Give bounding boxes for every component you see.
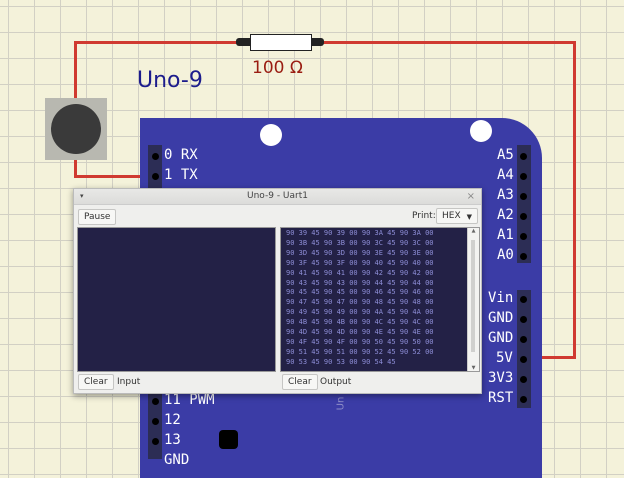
chevron-down-icon: ▼ [466,213,472,221]
pin[interactable] [520,233,527,240]
board-silk: Un [335,396,347,411]
pin[interactable] [152,418,159,425]
output-line: 90 45 45 90 45 00 90 46 45 90 46 00 [286,288,434,297]
pin-gnd-left: GND [164,452,190,468]
pin-a4: A4 [497,167,514,183]
pin[interactable] [152,438,159,445]
mount-hole [260,124,282,146]
pin-1-tx: 1 TX [164,167,198,183]
pin-rst: RST [488,390,514,406]
pin[interactable] [520,253,527,260]
output-line: 90 49 45 90 49 00 90 4A 45 90 4A 00 [286,308,434,317]
wire-5v [524,356,576,359]
pin[interactable] [152,173,159,180]
output-line: 90 3F 45 90 3F 00 90 40 45 90 40 00 [286,258,434,267]
output-line: 90 39 45 90 39 00 90 3A 45 90 3A 00 [286,229,434,237]
output-label: Output [320,377,352,387]
wire-right [573,41,576,359]
wire-tx-h [74,175,158,178]
input-label: Input [117,377,141,387]
pin[interactable] [520,356,527,363]
output-line: 90 3B 45 90 3B 00 90 3C 45 90 3C 00 [286,238,434,247]
pin[interactable] [152,398,159,405]
uart-window: ▾ Uno-9 - Uart1 × Pause Print: HEX▼ 90 3… [73,188,482,394]
output-line: 90 41 45 90 41 00 90 42 45 90 42 00 [286,268,434,277]
output-line: 90 51 45 90 51 00 90 52 45 90 52 00 [286,347,434,356]
pin[interactable] [520,296,527,303]
output-line: 90 53 45 90 53 00 90 54 45 [286,357,396,366]
pin[interactable] [520,316,527,323]
pin-gnd2: GND [488,330,514,346]
output-line: 90 43 45 90 43 00 90 44 45 90 44 00 [286,278,434,287]
resistor[interactable] [236,34,324,51]
output-line: 90 47 45 90 47 00 90 48 45 90 48 00 [286,298,434,307]
buzzer[interactable] [45,98,107,160]
pin-12: 12 [164,412,181,428]
resistor-label: 100 Ω [252,58,303,78]
pin[interactable] [520,213,527,220]
close-icon[interactable]: × [466,191,475,202]
output-line: 90 4B 45 90 4B 00 90 4C 45 90 4C 00 [286,318,434,327]
output-line: 90 3D 45 90 3D 00 90 3E 45 90 3E 00 [286,248,434,257]
print-label: Print: [412,211,436,221]
pin-0-rx: 0 RX [164,147,198,163]
pin-a2: A2 [497,207,514,223]
window-title: Uno-9 - Uart1 [247,191,308,201]
wire-tx [74,150,77,178]
power-header [517,290,531,408]
pin-a3: A3 [497,187,514,203]
pin[interactable] [152,153,159,160]
output-clear-button[interactable]: Clear [282,374,318,390]
pin-a0: A0 [497,247,514,263]
pin-3v3: 3V3 [488,370,514,386]
output-line: 90 4F 45 90 4F 00 90 50 45 90 50 00 [286,337,434,346]
pin-a5: A5 [497,147,514,163]
input-panel[interactable] [77,227,276,372]
pin-13: 13 [164,432,181,448]
pin[interactable] [520,173,527,180]
pin[interactable] [520,193,527,200]
wire-top [74,41,576,44]
wire-left [74,41,77,101]
board-name-label: Uno-9 [137,68,203,93]
pin-vin: Vin [488,290,514,306]
pin-11: 11 PWM [164,392,215,408]
pin-5v: 5V [496,350,513,366]
menu-arrow-icon[interactable]: ▾ [80,192,84,200]
analog-header [517,145,531,263]
pin[interactable] [520,153,527,160]
pin[interactable] [520,336,527,343]
scrollbar[interactable]: ▲ ▼ [467,228,479,371]
pin-gnd1: GND [488,310,514,326]
led-13 [219,430,238,449]
input-clear-button[interactable]: Clear [78,374,114,390]
pin[interactable] [520,396,527,403]
output-line: 90 4D 45 90 4D 00 90 4E 45 90 4E 00 [286,328,434,337]
mount-hole [470,120,492,142]
pin-a1: A1 [497,227,514,243]
pause-button[interactable]: Pause [78,209,117,225]
title-bar[interactable]: ▾ Uno-9 - Uart1 × [74,189,481,205]
pin[interactable] [520,376,527,383]
print-format-select[interactable]: HEX▼ [436,208,478,224]
